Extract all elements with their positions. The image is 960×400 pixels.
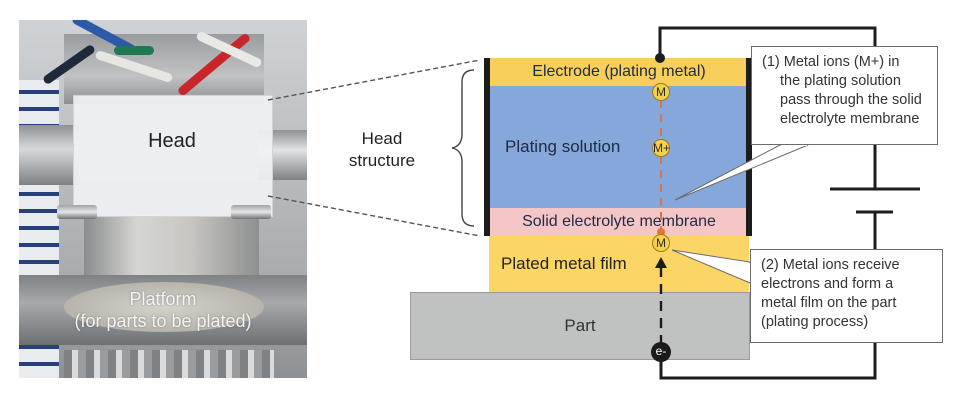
head-wall-left — [484, 58, 490, 236]
callout-1-line: pass through the solid — [780, 92, 922, 108]
metal-atom-electrode: M — [652, 83, 670, 101]
callout-2-line: metal film on the part — [761, 295, 897, 311]
callout-1-line: electrolyte membrane — [780, 111, 920, 127]
platform-label-line1: Platform — [129, 289, 197, 309]
electrode-terminal — [655, 53, 665, 63]
electrode-layer: Electrode (plating metal) — [489, 58, 749, 86]
zoom-line-top — [267, 59, 481, 101]
head-structure-label: Head structure — [330, 128, 434, 172]
callout-2-line: (2) Metal ions receive — [761, 257, 900, 273]
platform-label: Platform (for parts to be plated) — [19, 288, 307, 332]
head-structure-line2: structure — [348, 151, 416, 170]
metal-atom-deposited: M — [652, 234, 670, 252]
callout-2-pointer — [671, 249, 751, 284]
metal-ion-solution: M+ — [652, 139, 671, 157]
head-structure-line1: Head — [361, 129, 403, 148]
head-label: Head — [148, 130, 196, 152]
callout-step-1: (1) Metal ions (M+) in the plating solut… — [751, 46, 938, 145]
callout-1-pointer — [674, 144, 809, 201]
head-block — [73, 95, 273, 217]
callout-2-line: (plating process) — [761, 314, 869, 330]
callout-2-line: electrons and form a — [761, 276, 894, 292]
platform-legs — [64, 350, 274, 378]
machine-photo: Head Platform (for parts to be plated) — [19, 20, 307, 378]
part-label: Part — [564, 316, 596, 335]
part-layer: Part — [410, 292, 750, 360]
clamp-right — [231, 205, 271, 219]
membrane-label: Solid electrolyte membrane — [522, 213, 716, 230]
green-cable — [114, 46, 154, 55]
callout-step-2: (2) Metal ions receive electrons and for… — [750, 249, 943, 343]
head-wall-right — [746, 58, 752, 236]
electron-arrow-icon — [655, 257, 667, 268]
left-pipe — [19, 125, 79, 185]
electrode-label: Electrode (plating metal) — [532, 63, 706, 80]
clamp-left — [57, 205, 97, 219]
membrane-layer: Solid electrolyte membrane — [489, 208, 749, 236]
head-brace-icon — [451, 69, 475, 227]
zoom-line-bottom — [267, 195, 481, 237]
plated-film-label: Plated metal film — [501, 254, 627, 273]
callout-1-line: (1) Metal ions (M+) in — [762, 54, 900, 70]
platform-label-line2: (for parts to be plated) — [74, 311, 252, 331]
electron-particle: e- — [651, 342, 671, 362]
plating-solution-label: Plating solution — [505, 137, 621, 156]
callout-1-line: the plating solution — [780, 73, 901, 89]
platform-disc — [64, 282, 264, 332]
